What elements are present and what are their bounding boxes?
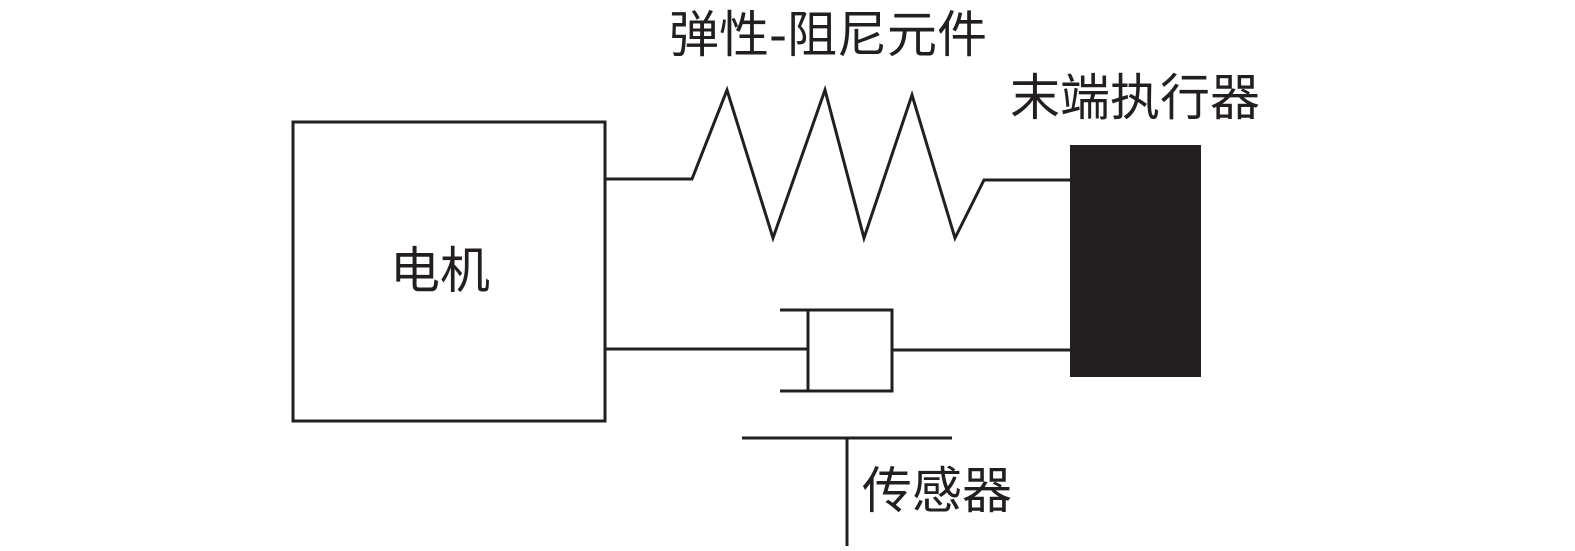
spring-damper-label: 弹性-阻尼元件 <box>669 6 987 64</box>
end-effector-label: 末端执行器 <box>1010 69 1260 127</box>
motor-label: 电机 <box>390 242 490 300</box>
spring-element <box>605 84 1070 244</box>
end-effector-block <box>1070 145 1201 377</box>
motor-block <box>291 120 607 423</box>
sensor-label: 传感器 <box>862 462 1012 520</box>
